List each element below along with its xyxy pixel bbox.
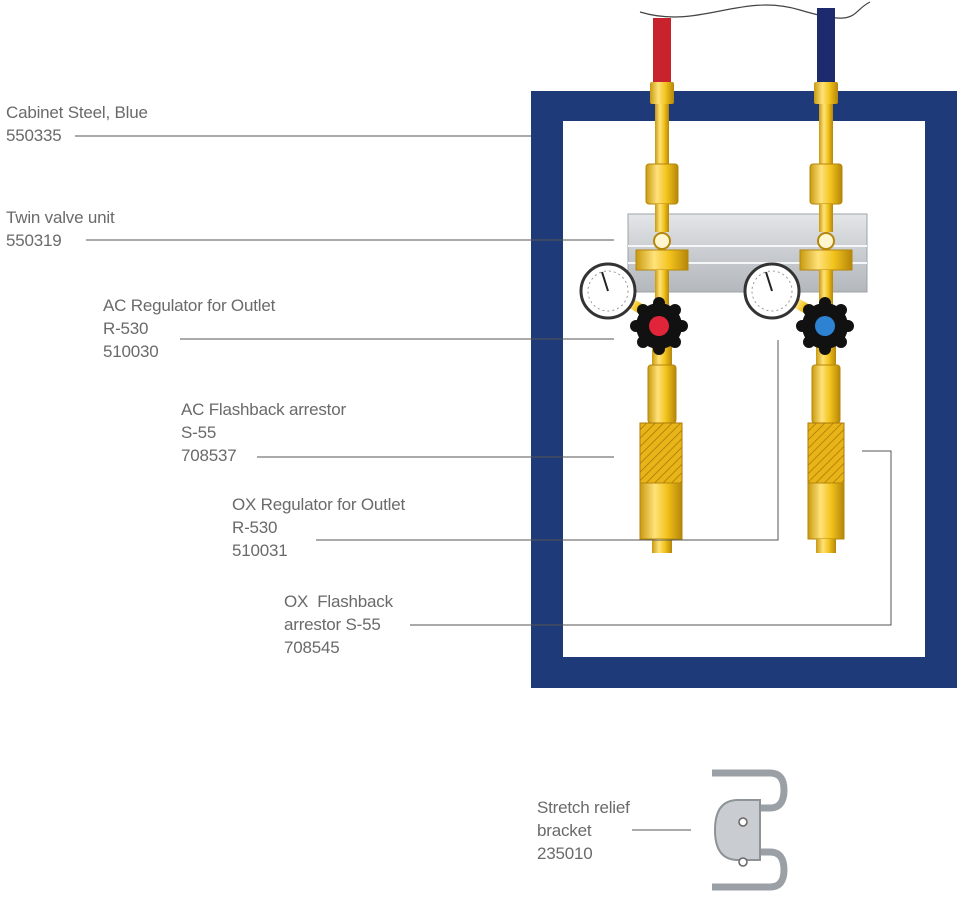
- label-cabinet-line1: Cabinet Steel, Blue: [6, 103, 148, 122]
- label-cabinet-line2: 550335: [6, 126, 62, 145]
- ac-regulator-knob: [630, 297, 688, 355]
- cabinet: [531, 91, 957, 688]
- label-relief-bracket: Stretch relief bracket 235010: [537, 796, 630, 865]
- label-ac-flashback-line2: S-55: [181, 423, 217, 442]
- label-twin-valve-line1: Twin valve unit: [6, 208, 115, 227]
- label-ac-regulator: AC Regulator for Outlet R-530 510030: [103, 294, 275, 363]
- label-cabinet: Cabinet Steel, Blue 550335: [6, 101, 148, 147]
- label-ox-flashback-line2: arrestor S-55: [284, 615, 381, 634]
- oxygen-hose: [817, 8, 835, 88]
- label-ox-regulator: OX Regulator for Outlet R-530 510031: [232, 493, 405, 562]
- label-ox-regulator-line3: 510031: [232, 541, 288, 560]
- ac-brass-line: [635, 82, 689, 553]
- label-ac-regulator-line1: AC Regulator for Outlet: [103, 296, 276, 315]
- label-ac-regulator-line2: R-530: [103, 319, 149, 338]
- leader-ox-flashback: [410, 450, 892, 626]
- label-ac-regulator-line3: 510030: [103, 342, 159, 361]
- label-ox-flashback-line3: 708545: [284, 638, 340, 657]
- hose-break-line: [639, 1, 871, 19]
- label-ac-flashback-line1: AC Flashback arrestor: [181, 400, 346, 419]
- label-ac-flashback: AC Flashback arrestor S-55 708537: [181, 398, 346, 467]
- acetylene-hose: [653, 18, 671, 88]
- ox-regulator-knob: [796, 297, 854, 355]
- ox-pressure-gauge: [743, 262, 813, 320]
- label-ox-regulator-line2: R-530: [232, 518, 278, 537]
- label-relief-bracket-line2: bracket: [537, 821, 592, 840]
- label-twin-valve-line2: 550319: [6, 231, 62, 250]
- stretch-relief-bracket: [712, 769, 788, 891]
- label-relief-bracket-line1: Stretch relief: [537, 798, 630, 817]
- label-ox-flashback-line1: OX Flashback: [284, 592, 393, 611]
- label-ox-regulator-line1: OX Regulator for Outlet: [232, 495, 406, 514]
- ox-brass-line: [799, 82, 853, 553]
- label-relief-bracket-line3: 235010: [537, 844, 593, 863]
- leader-ox-regulator: [316, 340, 779, 541]
- label-ac-flashback-line3: 708537: [181, 446, 237, 465]
- label-twin-valve: Twin valve unit 550319: [6, 206, 115, 252]
- label-ox-flashback: OX Flashback arrestor S-55 708545: [284, 590, 393, 659]
- bracket-plate: [713, 799, 761, 867]
